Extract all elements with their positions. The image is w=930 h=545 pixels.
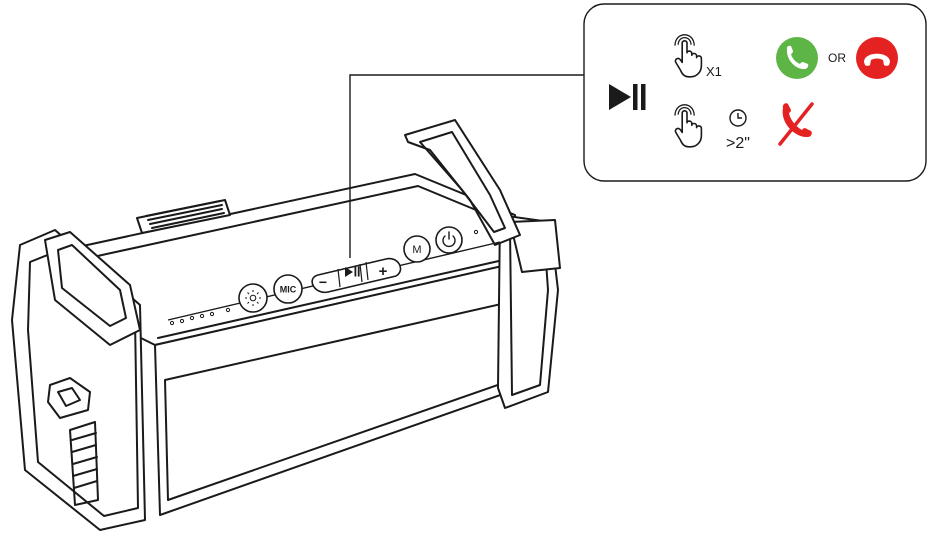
- mic-button[interactable]: MIC: [273, 274, 303, 304]
- play-pause-icon: [609, 84, 646, 110]
- clock-icon: [729, 109, 747, 127]
- play-pause-button[interactable]: [345, 266, 360, 278]
- volume-play-control[interactable]: − +: [311, 257, 402, 294]
- play-pause-icon: [345, 266, 360, 277]
- control-strip: MIC − + M: [167, 226, 501, 326]
- speaker-body: [11, 119, 561, 531]
- volume-down-button[interactable]: −: [319, 274, 327, 290]
- end-call-icon: [856, 37, 898, 79]
- tap-count-label: X1: [706, 64, 722, 79]
- answer-call-icon: [776, 37, 818, 79]
- callout-leader-line: [349, 74, 584, 258]
- light-burst-icon: [245, 290, 261, 306]
- light-button[interactable]: [238, 283, 268, 313]
- callout-row-long-press: >2": [674, 102, 814, 152]
- callout-box: X1 OR >2": [583, 3, 927, 182]
- power-button[interactable]: [435, 226, 463, 254]
- power-icon: [442, 231, 456, 248]
- callout-row-single-tap: X1 OR: [674, 33, 898, 79]
- mode-label: M: [412, 244, 421, 256]
- indicator-dots: [169, 229, 479, 326]
- or-connector-label: OR: [828, 51, 846, 65]
- volume-up-button[interactable]: +: [379, 263, 388, 280]
- mode-button[interactable]: M: [403, 235, 431, 263]
- hold-duration-label: >2": [726, 135, 750, 152]
- reject-call-icon: [778, 102, 814, 146]
- mic-label: MIC: [280, 285, 297, 295]
